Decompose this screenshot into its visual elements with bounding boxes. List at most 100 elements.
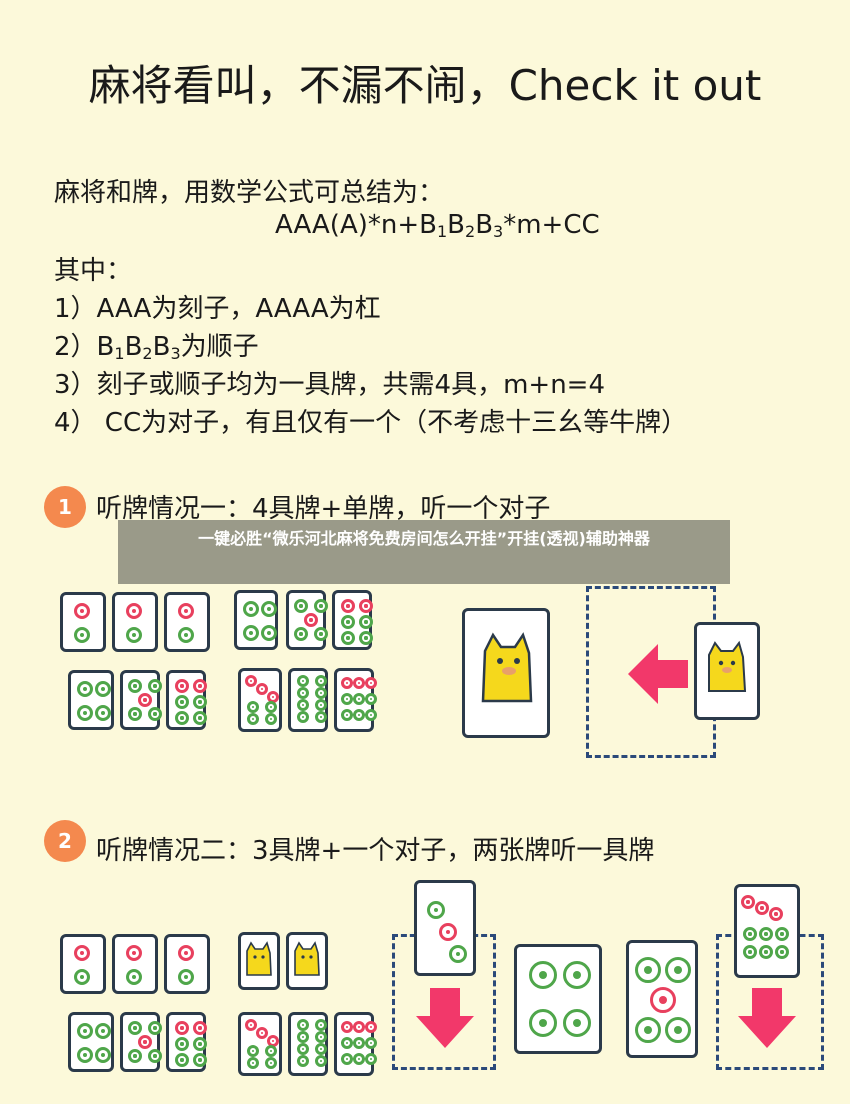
green-circle-icon [449,945,467,963]
mascot-tile-small [694,622,760,720]
green-circle-icon [315,1031,327,1043]
green-circle-icon [77,705,93,721]
green-circle-icon [341,631,355,645]
mahjong-tile [332,590,373,650]
green-circle-icon [95,1023,111,1039]
red-circle-icon [193,1021,207,1035]
mahjong-tile-9 [734,884,800,978]
mahjong-tile [286,590,328,650]
green-circle-icon [77,681,93,697]
mahjong-tile [164,592,210,652]
red-circle-icon [256,1027,268,1039]
arrow-down-icon [738,988,796,1048]
green-circle-icon [128,707,142,721]
mascot-tile-large [462,608,550,738]
formula-b3: B [475,210,494,240]
green-circle-icon [74,969,90,985]
red-circle-icon [365,677,377,689]
green-circle-icon [365,1053,377,1065]
green-circle-icon [315,1019,327,1031]
green-circle-icon [126,969,142,985]
green-circle-icon [247,713,259,725]
mascot-tile [286,932,328,990]
green-circle-icon [297,1019,309,1031]
mahjong-tile [60,592,106,652]
green-circle-icon [297,1055,309,1067]
mahjong-tile [68,670,114,730]
yellow-cat-mascot-icon [481,632,533,703]
where-label: 其中： [54,256,133,286]
red-circle-icon [256,683,268,695]
green-circle-icon [365,709,377,721]
green-circle-icon [95,705,111,721]
green-circle-icon [247,1057,259,1069]
green-circle-icon [365,1037,377,1049]
green-circle-icon [315,687,327,699]
green-circle-icon [265,701,277,713]
red-circle-icon [178,603,194,619]
green-circle-icon [341,709,353,721]
green-circle-icon [148,1021,162,1035]
red-circle-icon [138,693,152,707]
red-circle-icon [245,1019,257,1031]
green-circle-icon [265,1045,277,1057]
formula-sub3: 3 [493,222,504,241]
green-circle-icon [315,699,327,711]
rule-item-4: 4） CC为对子，有且仅有一个（不考虑十三幺等牛牌） [54,408,688,438]
red-circle-icon [341,1021,353,1033]
mahjong-tile [288,668,328,732]
mascot-tile [238,932,280,990]
red-circle-icon [439,923,457,941]
arrow-down-icon [416,988,474,1048]
green-circle-icon [665,1017,691,1043]
green-circle-icon [148,1049,162,1063]
rule-item-2-b2: B [124,332,143,362]
red-circle-icon [175,1021,189,1035]
green-circle-icon [95,1047,111,1063]
green-circle-icon [775,945,789,959]
mahjong-tile [166,670,207,730]
mahjong-tile-4 [514,944,602,1054]
green-circle-icon [148,679,162,693]
red-circle-icon [175,679,189,693]
green-circle-icon [243,625,259,641]
red-circle-icon [126,945,142,961]
green-circle-icon [261,625,277,641]
mahjong-tile [68,1012,114,1072]
green-circle-icon [247,1045,259,1057]
green-circle-icon [759,927,773,941]
page-title: 麻将看叫，不漏不闹，Check it out [88,61,762,110]
green-circle-icon [77,1047,93,1063]
green-circle-icon [297,675,309,687]
red-circle-icon [304,613,318,627]
case-1-title: 听牌情况一：4具牌+单牌，听一个对子 [96,494,551,524]
mahjong-tile [120,1012,162,1072]
green-circle-icon [193,1037,207,1051]
green-circle-icon [665,957,691,983]
mahjong-tile-5 [626,940,698,1058]
green-circle-icon [193,1053,207,1067]
mahjong-tile [234,590,278,650]
green-circle-icon [353,1037,365,1049]
green-circle-icon [126,627,142,643]
green-circle-icon [743,945,757,959]
red-circle-icon [341,599,355,613]
mahjong-tile [112,934,158,994]
green-circle-icon [341,615,355,629]
green-circle-icon [178,627,194,643]
red-circle-icon [365,1021,377,1033]
green-circle-icon [341,693,353,705]
rule-item-3: 3）刻子或顺子均为一具牌，共需4具，m+n=4 [54,370,606,400]
formula-sub1: 1 [436,222,448,241]
red-circle-icon [769,907,783,921]
rule-item-1: 1）AAA为刻子，AAAA为杠 [54,294,381,324]
mahjong-tile [112,592,158,652]
green-circle-icon [265,713,277,725]
formula: AAA(A)*n+B1B2B3*m+CC [275,210,600,240]
red-circle-icon [341,677,353,689]
green-circle-icon [353,693,365,705]
green-circle-icon [193,711,207,725]
red-circle-icon [178,945,194,961]
green-circle-icon [297,699,309,711]
green-circle-icon [529,1009,557,1037]
